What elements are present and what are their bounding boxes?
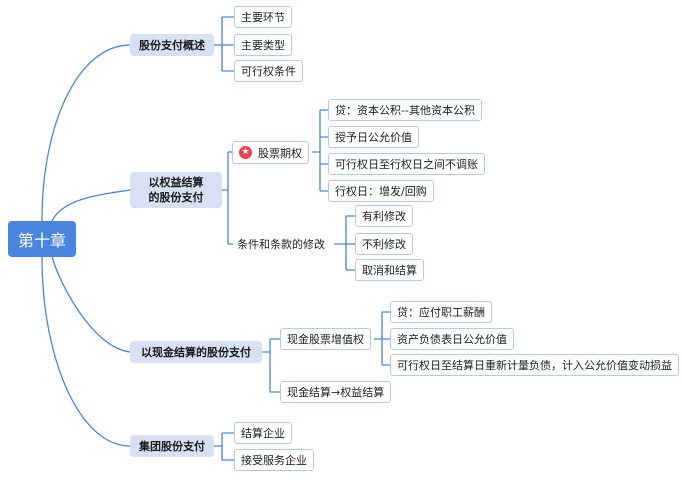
branch-equity-line1: 以权益结算	[148, 176, 204, 189]
node-stock-option-label: 股票期权	[258, 146, 302, 160]
connector-equity-children	[222, 151, 233, 245]
connector-root-overview	[41, 44, 131, 222]
branch-group[interactable]: 集团股份支付	[130, 435, 214, 457]
star-icon: ★	[239, 146, 252, 159]
node-stock-option[interactable]: ★ 股票期权	[232, 141, 309, 164]
node-remeasure-liability[interactable]: 可行权日至结算日重新计量负债，计入公允价值变动损益	[390, 354, 679, 376]
node-balance-sheet-fair-value[interactable]: 资产负债表日公允价值	[390, 328, 514, 350]
branch-overview[interactable]: 股份支付概述	[130, 34, 214, 56]
root-node[interactable]: 第十章	[8, 221, 76, 257]
branch-equity-line2: 的股份支付	[148, 191, 204, 204]
node-cancellation-settlement[interactable]: 取消和结算	[355, 259, 424, 281]
node-settlement-entity[interactable]: 结算企业	[234, 422, 292, 444]
node-service-receiving-entity[interactable]: 接受服务企业	[234, 449, 314, 471]
node-credit-capital-reserve[interactable]: 贷：资本公积--其他资本公积	[328, 99, 482, 121]
node-main-types[interactable]: 主要类型	[234, 34, 292, 56]
node-exercise-date[interactable]: 行权日：增发/回购	[328, 180, 434, 202]
node-cash-to-equity[interactable]: 现金结算→权益结算	[280, 381, 392, 403]
connector-option-children	[312, 109, 328, 192]
connector-root-equity	[51, 189, 131, 222]
node-favorable-modification[interactable]: 有利修改	[355, 205, 413, 227]
node-stock-appreciation-right[interactable]: 现金股票增值权	[280, 328, 371, 350]
node-no-adjustment[interactable]: 可行权日至行权日之间不调账	[328, 153, 485, 175]
branch-cash-settled[interactable]: 以现金结算的股份支付	[130, 341, 262, 363]
connector-modification-children	[334, 215, 355, 271]
connector-cash-children	[262, 338, 280, 393]
node-main-steps[interactable]: 主要环节	[234, 6, 292, 28]
node-grant-date-fair-value[interactable]: 授予日公允价值	[328, 126, 419, 148]
connector-overview-children	[214, 16, 234, 72]
node-credit-payroll[interactable]: 贷：应付职工薪酬	[390, 301, 492, 323]
connector-sar-children	[374, 311, 390, 366]
connector-root-cash	[51, 256, 131, 353]
node-vesting-conditions[interactable]: 可行权条件	[234, 60, 303, 82]
connector-root-group	[41, 256, 131, 447]
node-modification[interactable]: 条件和条款的修改	[237, 238, 325, 251]
connector-group-children	[214, 432, 234, 461]
branch-equity-settled[interactable]: 以权益结算 的股份支付	[130, 172, 222, 208]
node-unfavorable-modification[interactable]: 不利修改	[355, 233, 413, 255]
